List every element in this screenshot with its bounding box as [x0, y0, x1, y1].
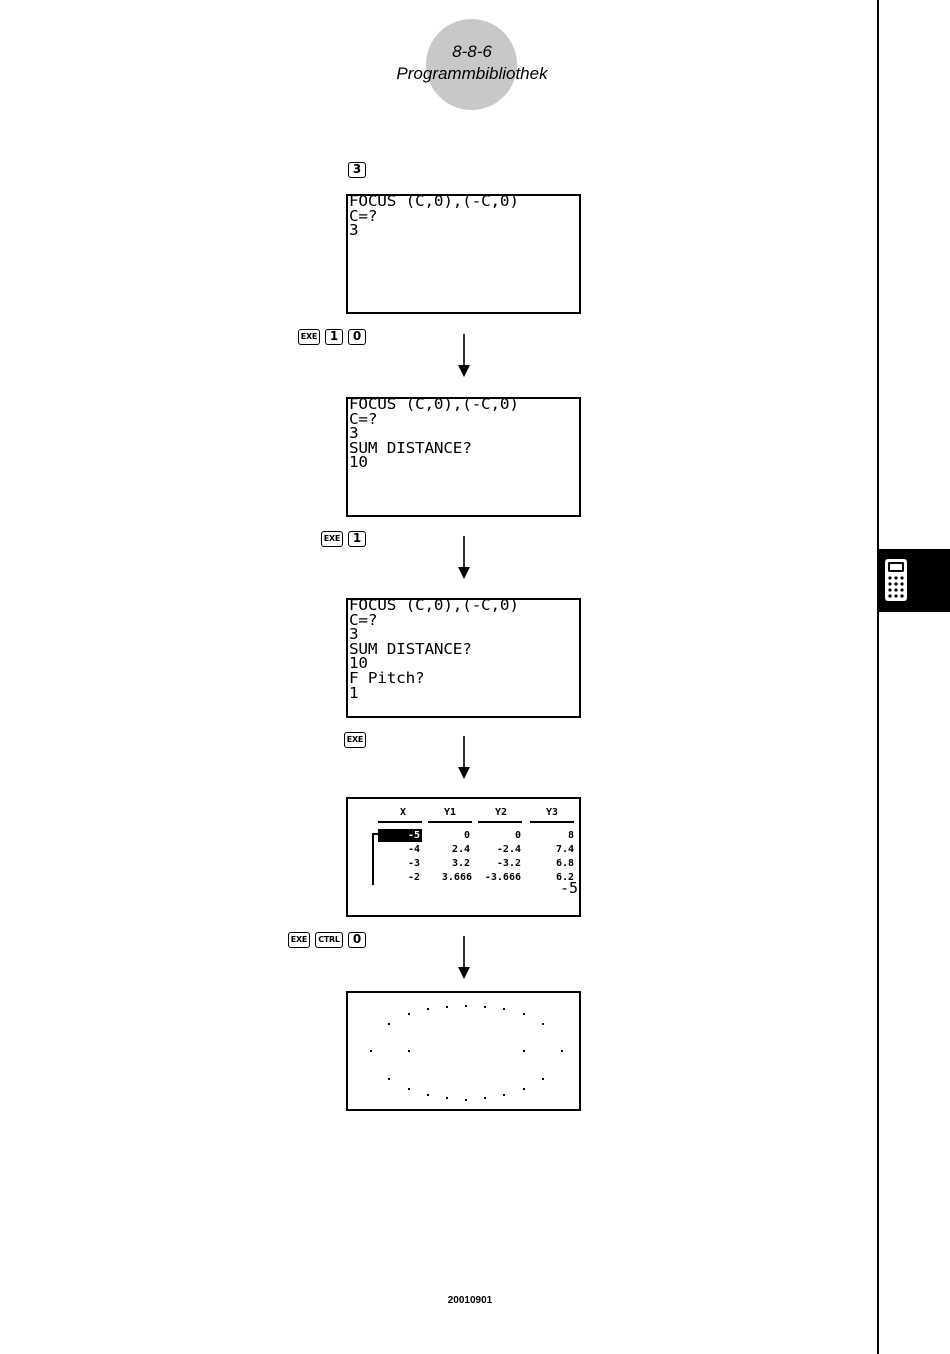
screen-line: 3 [349, 221, 359, 239]
screen-line: 10 [349, 654, 368, 673]
plot-dot [484, 1006, 486, 1008]
screen-line: 3 [349, 424, 359, 442]
key-0: 0 [348, 329, 366, 345]
keys-step-4: EXE [266, 732, 366, 748]
header-underline [378, 821, 422, 823]
screen-line: FOCUS (C,0),(-C,0) [349, 596, 519, 614]
down-arrow-icon [458, 936, 470, 979]
table-cell: 0 [514, 830, 521, 841]
calculator-screen-3: FOCUS (C,0),(-C,0) C=? 3 SUM DISTANCE? 1… [346, 598, 581, 718]
header-underline [428, 821, 472, 823]
screen-line: 3 [349, 625, 359, 643]
key-3: 3 [348, 162, 366, 178]
table-cell: 8 [567, 830, 574, 841]
keys-step-2: EXE 1 0 [226, 329, 366, 345]
plot-dot [408, 1050, 410, 1052]
plot-dot [503, 1008, 505, 1010]
plot-dot [484, 1097, 486, 1099]
calculator-icon [885, 559, 907, 601]
table-cell: 6.8 [555, 858, 574, 869]
screen-line: C=? [349, 206, 378, 225]
plot-dot [388, 1078, 390, 1080]
table-cell: 2.4 [451, 844, 470, 855]
table-cell: -2.4 [496, 844, 521, 855]
plot-dot [465, 1099, 467, 1101]
screen-line: C=? [349, 610, 378, 629]
key-1: 1 [325, 329, 343, 345]
plot-dot [370, 1050, 372, 1052]
table-cursor-bar [372, 833, 374, 885]
table-cell: 3.666 [441, 872, 472, 883]
plot-dot [427, 1094, 429, 1096]
key-exe: EXE [287, 932, 310, 948]
header-underline [478, 821, 522, 823]
screen-line: FOCUS (C,0),(-C,0) [349, 192, 519, 210]
keys-step-5: EXE CTRL 0 [206, 932, 366, 948]
plot-dot [408, 1013, 410, 1015]
key-exe: EXE [343, 732, 366, 748]
table-header: Y3 [545, 807, 559, 818]
screen-line: SUM DISTANCE? [349, 640, 472, 658]
table-cell: 6.2 [555, 872, 574, 883]
keys-step-3: EXE 1 [246, 531, 366, 547]
table-cell: -4 [407, 844, 420, 855]
table-screen: X Y1 Y2 Y3 -5 0 0 8 -4 2.4 -2.4 7.4 -3 3… [346, 797, 581, 917]
table-cursor-tick [372, 833, 380, 835]
screen-line: C=? [349, 409, 378, 428]
plot-dot [388, 1023, 390, 1025]
table-cell: 3.2 [451, 858, 470, 869]
ellipse-dot-plot [348, 993, 579, 1109]
plot-dot [503, 1094, 505, 1096]
table-cell: 0 [463, 830, 470, 841]
table-header: Y2 [494, 807, 508, 818]
down-arrow-icon [458, 334, 470, 377]
screen-line: 1 [349, 683, 359, 702]
plot-dot [523, 1050, 525, 1052]
table-cell: -3.2 [496, 858, 521, 869]
screen-line: F Pitch? [349, 669, 425, 687]
screen-line: FOCUS (C,0),(-C,0) [349, 395, 519, 413]
page-number: 8-8-6 [452, 42, 492, 61]
down-arrow-icon [458, 536, 470, 579]
key-exe: EXE [320, 531, 343, 547]
calculator-screen-2: FOCUS (C,0),(-C,0) C=? 3 SUM DISTANCE? 1… [346, 397, 581, 517]
table-header: Y1 [443, 807, 457, 818]
plot-dot [523, 1088, 525, 1090]
plot-dot [561, 1050, 563, 1052]
table-cell: -3 [407, 858, 420, 869]
footer-code: 20010901 [447, 1295, 493, 1306]
key-0: 0 [348, 932, 366, 948]
screen-line: 10 [349, 453, 368, 472]
plot-dot [446, 1097, 448, 1099]
current-cell-value: -5 [559, 879, 578, 897]
table-cell: -2 [407, 872, 420, 883]
key-exe: EXE [297, 329, 320, 345]
key-ctrl: CTRL [315, 932, 343, 948]
table-cell: -5 [407, 830, 420, 841]
section-title: Programmbibliothek [396, 64, 548, 83]
plot-dot [446, 1006, 448, 1008]
table-cell: 7.4 [555, 844, 574, 855]
plot-dot [523, 1013, 525, 1015]
plot-dot [427, 1008, 429, 1010]
cell-highlight [378, 829, 422, 842]
plot-dot [408, 1088, 410, 1090]
plot-dot [542, 1023, 544, 1025]
key-1: 1 [348, 531, 366, 547]
plot-dot [542, 1078, 544, 1080]
keys-step-1: 3 [266, 162, 366, 178]
header-underline [530, 821, 574, 823]
value-table: X Y1 Y2 Y3 -5 0 0 8 -4 2.4 -2.4 7.4 -3 3… [348, 799, 579, 915]
table-header: X [399, 807, 407, 818]
screen-line: SUM DISTANCE? [349, 439, 472, 457]
page-right-rule [877, 0, 879, 1354]
down-arrow-icon [458, 736, 470, 779]
plot-dot [465, 1005, 467, 1007]
header-badge [426, 19, 517, 110]
chapter-tab[interactable] [879, 549, 950, 612]
calculator-screen-1: FOCUS (C,0),(-C,0) C=? 3 [346, 194, 581, 314]
table-cell: -3.666 [484, 872, 521, 883]
graph-screen [346, 991, 581, 1111]
